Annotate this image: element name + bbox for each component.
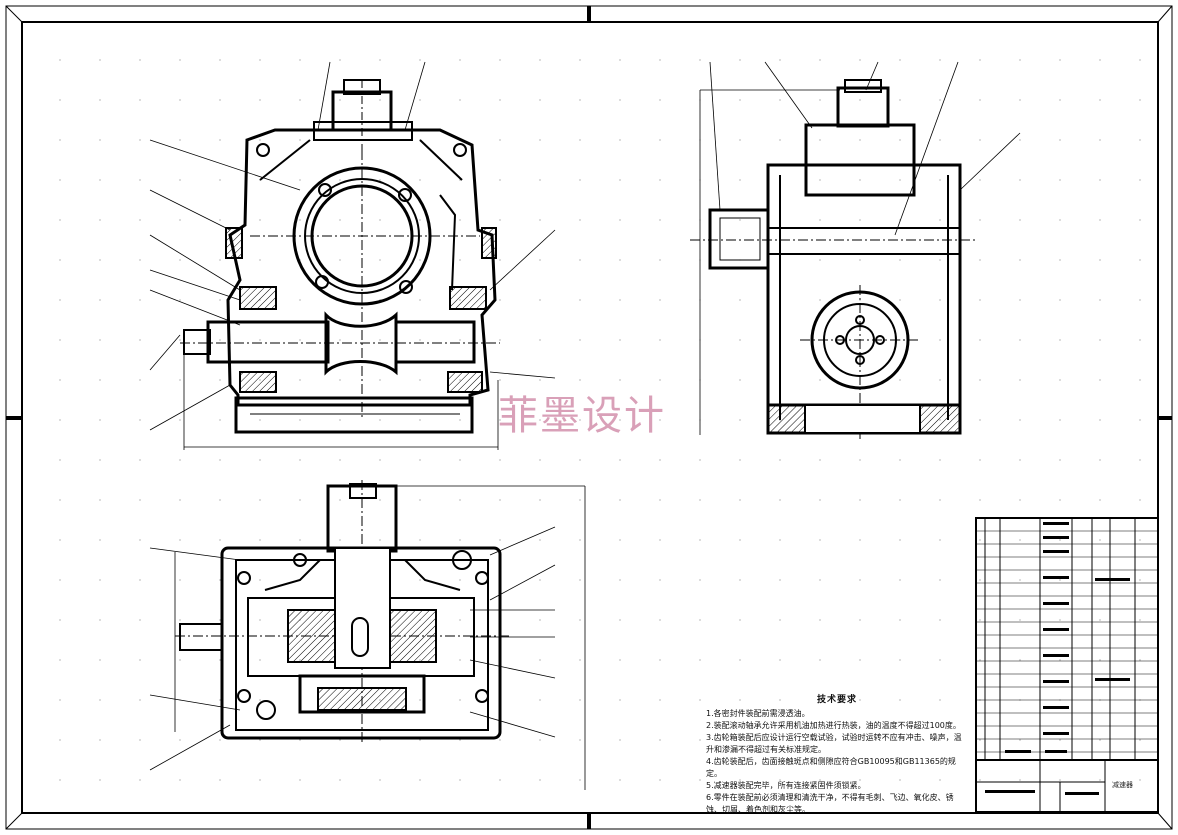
sheet-frame [5,5,1173,830]
title-block-drawing-name: 减速器 [1112,781,1133,789]
tech-req-item: 3.齿轮箱装配后应设计运行空载试验，试验时运转不应有冲击、噪声，温升和渗漏不得超… [706,733,962,754]
top-view [149,480,586,790]
front-view [149,61,556,450]
watermark-text: 菲墨设计 [498,393,666,439]
tech-req-item: 4.齿轮装配后，齿面接触斑点和侧隙应符合GB10095和GB11365的规定。 [706,757,956,778]
tech-req-item: 2.装配滚动轴承允许采用机油加热进行热装，油的温度不得超过100度。 [706,721,961,730]
title-block [975,517,1159,813]
tech-req-item: 1.各密封件装配前需浸透油。 [706,709,810,718]
technical-requirements: 技术要求 1.各密封件装配前需浸透油。 2.装配滚动轴承允许采用机油加热进行热装… [706,692,968,816]
tech-req-item: 6.零件在装配前必须清理和清洗干净，不得有毛刺、飞边、氧化皮、锈蚀、切屑、着色剂… [706,793,954,814]
tech-req-item: 5.减速器装配完毕，所有连接紧固件须锁紧。 [706,781,866,790]
tech-req-title: 技术要求 [816,695,857,705]
side-view [690,61,1021,440]
